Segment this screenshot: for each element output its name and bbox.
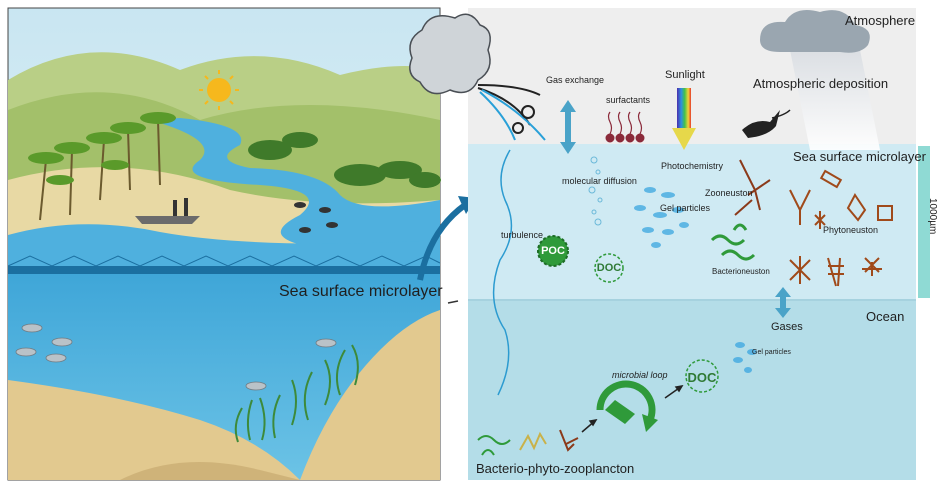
palm-trees <box>39 119 161 221</box>
gel-particles-lower-label: Gel particles <box>752 349 791 356</box>
wading-birds <box>294 202 338 233</box>
doc-upper-circle-label: DOC <box>596 262 622 274</box>
phytoneuston-label: Phytoneuston <box>823 225 879 235</box>
zoom-arrow <box>417 202 467 281</box>
photochemistry-label: Photochemistry <box>661 161 724 171</box>
phytoneuston-icons <box>789 169 893 287</box>
fish-school <box>15 323 337 391</box>
plankton-label: Bacterio-phyto-zooplancton <box>476 461 635 476</box>
zooneuston-label: Zooneuston <box>705 188 753 198</box>
zone-microlayer-label: Sea surface microlayer <box>793 149 926 164</box>
sunlight-label: Sunlight <box>665 69 705 81</box>
plankton-icons <box>477 429 579 456</box>
surfactants-label: surfactants <box>606 95 651 105</box>
landscape-panel <box>7 7 441 481</box>
connector-tick <box>447 300 459 304</box>
turbulence-label: turbulence <box>501 230 544 240</box>
turbulence-swirl <box>492 149 513 396</box>
gases-label: Gases <box>771 321 803 333</box>
gas-exchange-label: Gas exchange <box>546 75 605 85</box>
diffusion-bubbles <box>588 156 603 226</box>
microbial-loop-icon <box>596 380 658 432</box>
microbial-loop-label: microbial loop <box>612 370 668 380</box>
poc-circle <box>537 235 569 267</box>
gas-exchange-arrow <box>560 100 576 154</box>
gases-arrow <box>775 287 791 318</box>
zooneuston-icon <box>734 159 771 216</box>
gel-particles-cluster <box>634 187 689 248</box>
zone-ocean-label: Ocean <box>866 309 905 324</box>
seagrass <box>234 344 359 443</box>
bacterioneuston-icon <box>710 223 756 261</box>
doc-lower-circle-label: DOC <box>687 370 717 385</box>
doc-circle-upper <box>594 253 624 283</box>
zone-atmosphere-label: Atmosphere <box>845 13 916 28</box>
wind-gust-lines <box>477 84 546 141</box>
palm-leaves <box>28 112 176 185</box>
rain-cloud-icon <box>760 9 880 150</box>
seabird-icon <box>742 109 791 138</box>
left-microlayer-label: Sea surface microlayer <box>279 283 443 300</box>
atmospheric-deposition-label: Atmospheric deposition <box>753 76 889 91</box>
sunlight-spectrum-arrow <box>672 88 696 150</box>
depth-scale-bar <box>918 146 930 298</box>
boat-icon <box>135 198 200 224</box>
gel-particles-lower <box>733 342 757 373</box>
sun-icon <box>199 70 239 110</box>
bacterioneuston-label: Bacterioneuston <box>712 267 770 276</box>
depth-scale-label: 1000µm <box>927 198 938 235</box>
molecular-diffusion-label: molecular diffusion <box>562 176 637 186</box>
doc-circle-lower <box>685 359 719 393</box>
poc-circle-label: POC <box>541 245 565 257</box>
surfactant-molecules <box>605 111 645 143</box>
wind-cloud-icon <box>409 13 491 95</box>
mangrove-trees <box>248 132 441 188</box>
flow-arrows <box>581 384 684 433</box>
gel-particles-upper-label: Gel particles <box>660 203 711 213</box>
